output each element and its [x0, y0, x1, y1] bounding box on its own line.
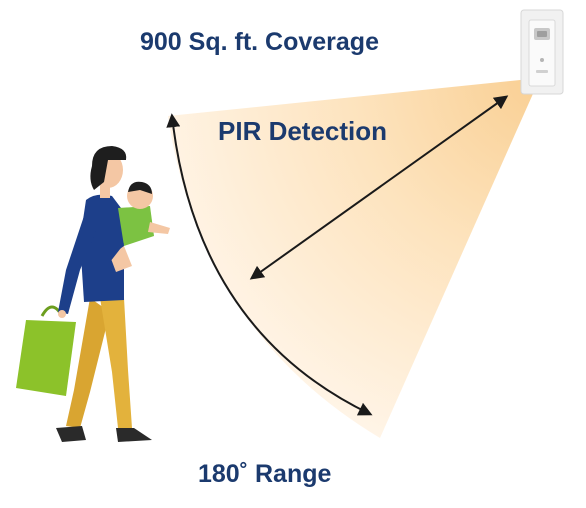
baby-figure [110, 181, 170, 272]
range-arc-arrow [166, 113, 373, 416]
person-figure [16, 146, 170, 442]
sensor-icon [520, 9, 564, 95]
shopping-bag-icon [16, 305, 76, 396]
range-label: 180˚ Range [198, 460, 332, 488]
coverage-label: 900 Sq. ft. Coverage [140, 28, 379, 56]
pir-detection-label: PIR Detection [218, 116, 388, 146]
